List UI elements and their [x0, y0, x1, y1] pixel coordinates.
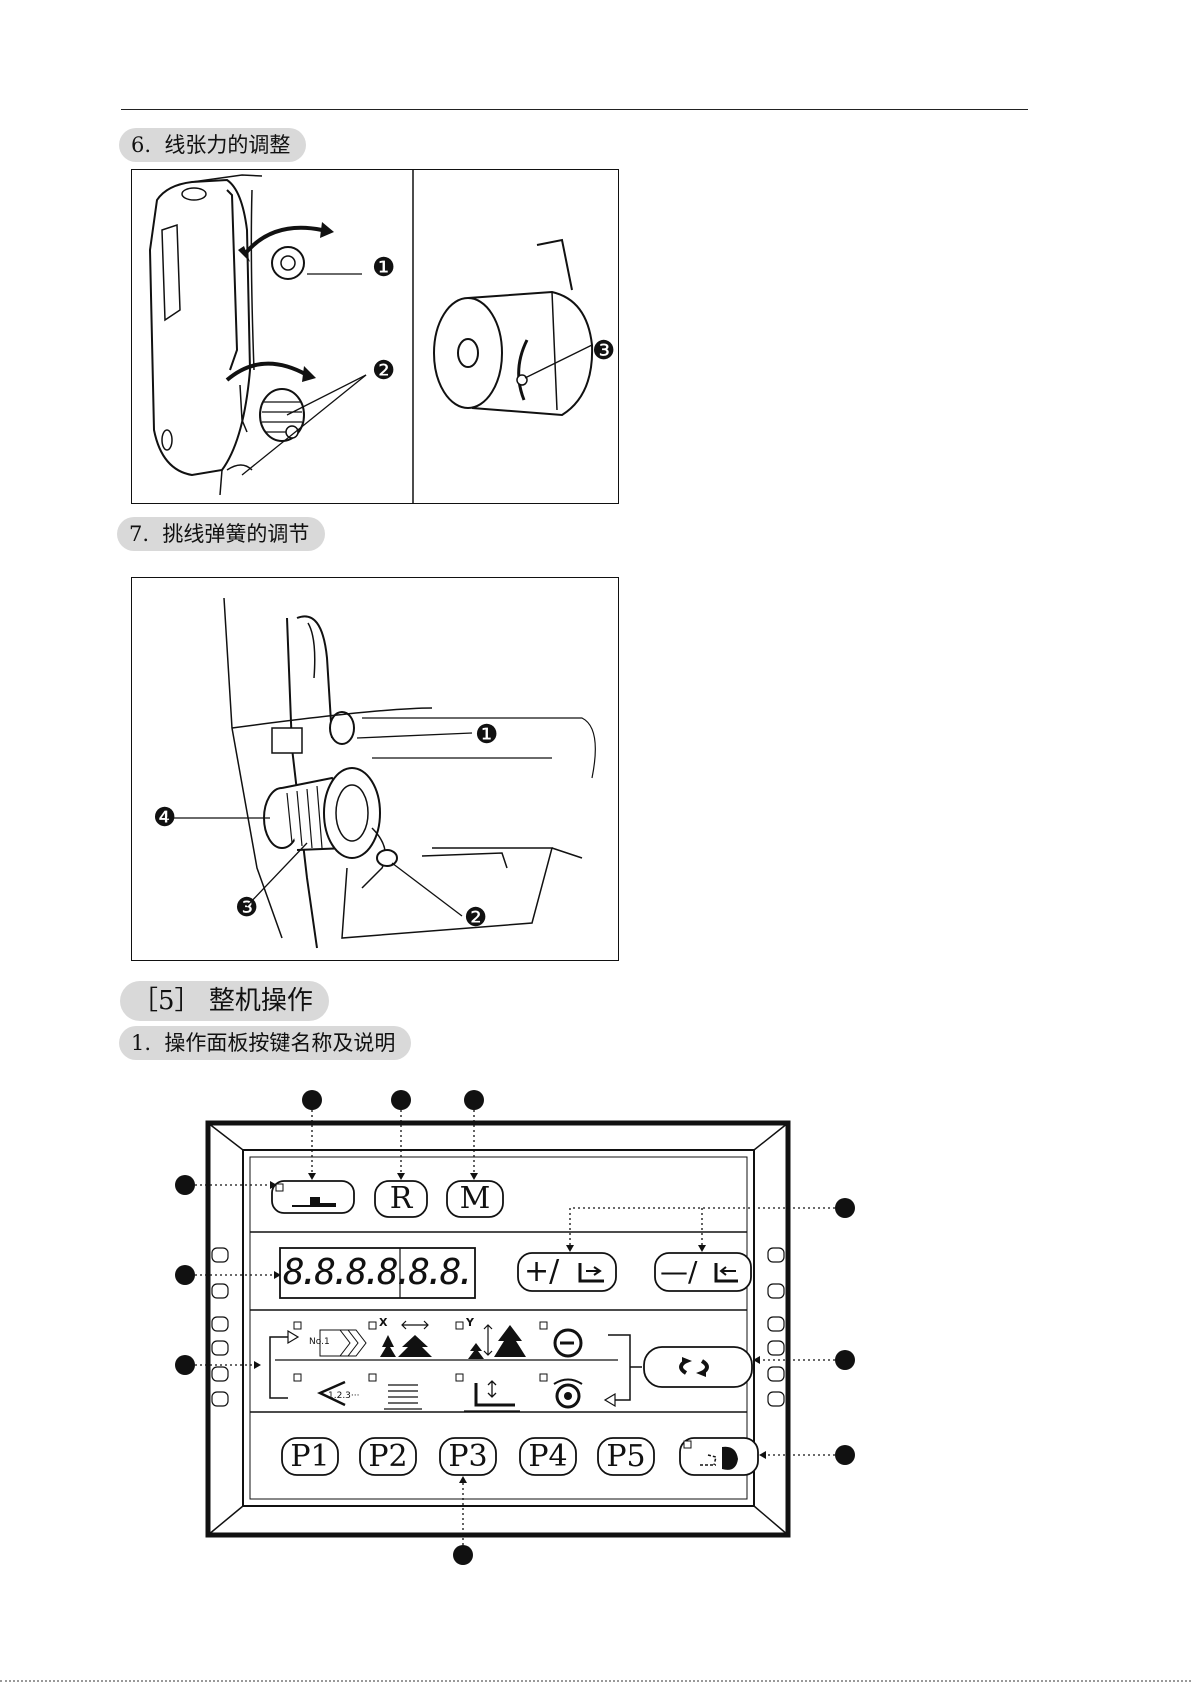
panel-p1-key: P1 — [282, 1438, 338, 1475]
figure7-callout-2: ❷ — [464, 905, 487, 931]
panel-p5-key: P5 — [598, 1438, 654, 1475]
panel-p4-key: P4 — [520, 1438, 576, 1475]
figure6-callout-3: ❸ — [592, 338, 615, 364]
section-1-heading: 1. 操作面板按键名称及说明 — [119, 1026, 411, 1060]
panel-minus-key: —/ — [660, 1253, 697, 1291]
figure6-callout-2: ❷ — [372, 358, 395, 384]
section-7-heading: 7. 挑线弹簧的调节 — [117, 517, 325, 551]
panel-x-axis-label: X — [379, 1317, 387, 1329]
section-6-title: 线张力的调整 — [164, 133, 290, 157]
section-1-number: 1. — [131, 1031, 151, 1055]
figure-take-up-spring-drawing — [132, 578, 618, 960]
figure7-callout-4: ❹ — [153, 805, 176, 831]
panel-r-key: R — [375, 1181, 427, 1217]
operation-panel-drawing — [170, 1085, 860, 1565]
figure7-callout-3: ❸ — [235, 895, 258, 921]
panel-m-key: M — [447, 1181, 503, 1217]
section-5-title: 整机操作 — [209, 986, 313, 1016]
figure-thread-tension-drawing — [132, 170, 618, 503]
panel-p3-key: P3 — [440, 1438, 496, 1475]
figure-thread-tension: ❶ ❷ ❸ — [131, 169, 619, 504]
section-7-number: 7. — [129, 522, 149, 546]
panel-led-display: 8.8.8.8.8.8. — [283, 1251, 473, 1295]
panel-plus-key: +/ — [524, 1253, 559, 1291]
panel-y-axis-label: Y — [466, 1317, 474, 1329]
figure-take-up-spring: ❶ ❷ ❸ ❹ — [131, 577, 619, 961]
panel-cycle-sequence-label: 1.2.3··· — [328, 1390, 359, 1402]
panel-cycle-no1-label: No.1 — [309, 1336, 330, 1348]
figure7-callout-1: ❶ — [475, 722, 498, 748]
section-1-title: 操作面板按键名称及说明 — [164, 1031, 395, 1055]
figure6-callout-1: ❶ — [372, 255, 395, 281]
section-6-number: 6. — [131, 133, 151, 157]
header-rule — [121, 109, 1028, 110]
section-5-heading: ［5］ 整机操作 — [120, 981, 329, 1021]
section-6-heading: 6. 线张力的调整 — [119, 128, 306, 162]
panel-p2-key: P2 — [360, 1438, 416, 1475]
section-7-title: 挑线弹簧的调节 — [162, 522, 309, 546]
section-5-number: ［5］ — [132, 986, 201, 1016]
operation-panel-diagram: R M 8.8.8.8.8.8. +/ —/ No.1 1.2.3··· X Y… — [170, 1085, 860, 1565]
page-bottom-edge — [0, 1680, 1191, 1682]
